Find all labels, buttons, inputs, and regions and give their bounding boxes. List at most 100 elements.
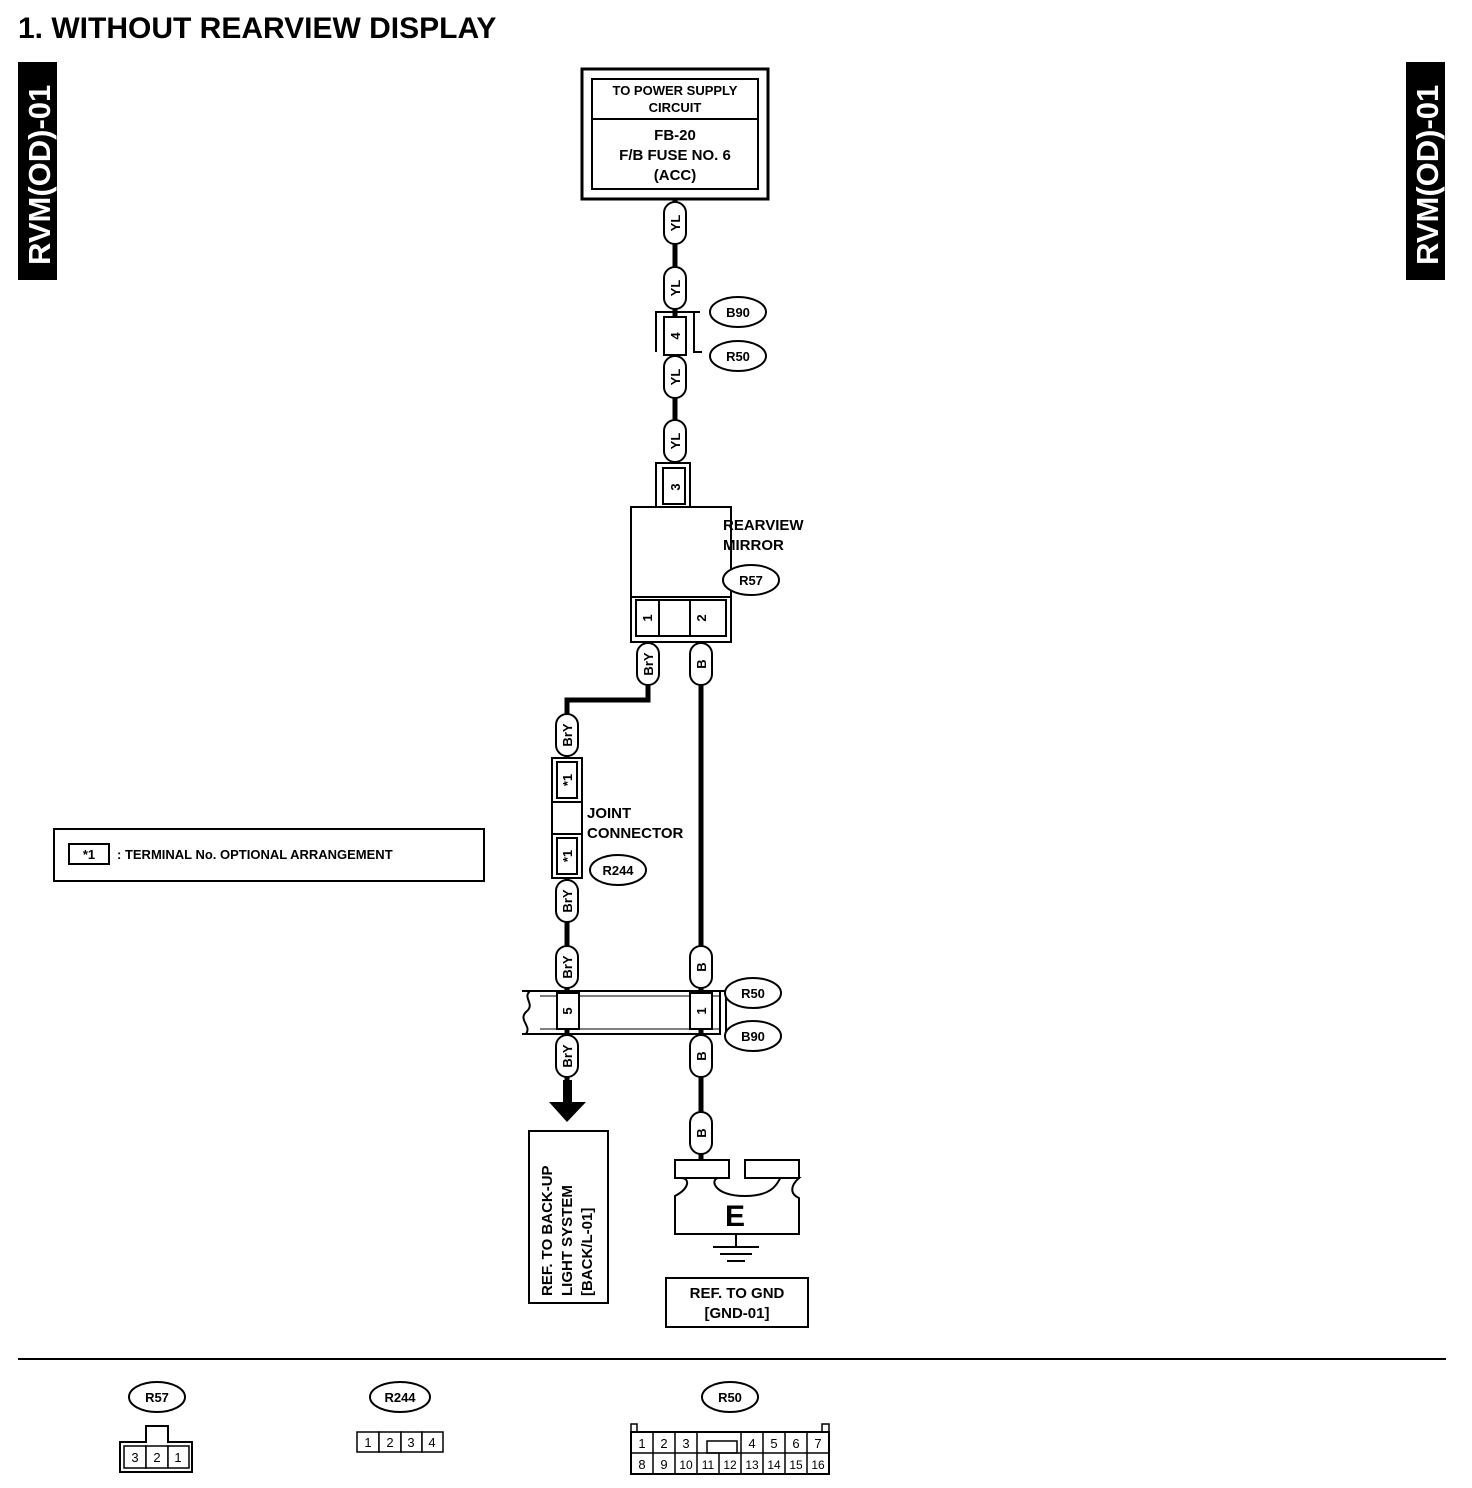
wire-tag-bry-1: BrY [636,642,660,686]
power-supply-acc: (ACC) [654,167,697,184]
connector-view-r50: R50 1 2 3 4 5 6 7 8 9 10 11 12 13 14 15 … [630,1381,830,1475]
pin-cell: 12 [723,1458,737,1472]
pin-label-joint-bottom: *1 [560,850,575,862]
pin-cell: 4 [748,1436,755,1451]
svg-text:RVM(OD)-01: RVM(OD)-01 [22,85,57,265]
svg-text:YL: YL [668,369,683,386]
pin-cell: 4 [428,1435,435,1450]
pin-cell: 6 [792,1436,799,1451]
side-tab-right: RVM(OD)-01 [1406,62,1445,280]
svg-text:BrY: BrY [560,955,575,978]
connector-view-label: R244 [384,1390,416,1405]
svg-text:B: B [694,1128,709,1137]
ground-icon [713,1234,759,1262]
svg-text:YL: YL [668,433,683,450]
wire-tag-yl-1: YL [663,201,687,245]
wire-tag-bry-4: BrY [555,945,579,989]
ground-symbol-label: E [725,1200,745,1233]
connector-tag-r244: R244 [589,854,647,886]
connector-tag-b90-upper: B90 [709,296,767,328]
wire-tag-b-3: B [689,1034,713,1078]
pin-label: 1 [640,614,655,621]
side-tab-left: RVM(OD)-01 [18,62,57,280]
ref-backup-line-2: LIGHT SYSTEM [559,1185,576,1296]
wire-tag-yl-2: YL [663,266,687,310]
pin-cell: 10 [679,1458,693,1472]
pin-label-joint-top: *1 [560,774,575,786]
svg-text:B: B [694,659,709,668]
pin-cell: 14 [767,1458,781,1472]
wire-tag-b-1: B [689,642,713,686]
pin-cell: 13 [745,1458,759,1472]
pin-cell: 2 [386,1435,393,1450]
pin-label: 3 [668,483,683,490]
pin-cell: 15 [789,1458,803,1472]
connector-tag-r50-upper: R50 [709,340,767,372]
pin-cell: 2 [660,1436,667,1451]
ref-backup-line-3: [BACK/L-01] [579,1208,596,1296]
svg-text:BrY: BrY [560,1044,575,1067]
wire-tag-bry-5: BrY [555,1034,579,1078]
ground-terminal: E [674,1159,802,1235]
ref-backup-light-box: REF. TO BACK-UP LIGHT SYSTEM [BACK/L-01] [528,1130,609,1304]
page-title: 1. WITHOUT REARVIEW DISPLAY [18,12,496,45]
junction-b90-r50-lower: 5 1 [522,990,727,1035]
svg-text:B90: B90 [741,1029,765,1044]
pin-cell: 9 [660,1457,667,1472]
svg-text:BrY: BrY [560,723,575,746]
svg-text:B: B [694,962,709,971]
ref-gnd-box: REF. TO GND [GND-01] [665,1277,809,1328]
pin-cell: 8 [638,1457,645,1472]
svg-text:R50: R50 [726,349,750,364]
wire-tag-bry-2: BrY [555,713,579,757]
wire-tag-b-4: B [689,1111,713,1155]
pin-cell: 7 [814,1436,821,1451]
power-supply-header-2: CIRCUIT [649,100,702,115]
wire-tag-yl-3: YL [663,355,687,399]
connector-tag-b90-lower: B90 [724,1020,782,1052]
svg-text:B: B [694,1051,709,1060]
pin-cell: 1 [174,1450,181,1465]
connector-tag-r57: R57 [722,564,780,596]
pin-cell: 11 [702,1458,715,1472]
legend-key: *1 [83,847,95,862]
power-supply-fuse-id: FB-20 [654,127,696,144]
pin-cell: 3 [407,1435,414,1450]
rearview-mirror-label-2: MIRROR [723,537,784,554]
svg-text:B90: B90 [726,305,750,320]
pin-cell: 16 [811,1458,825,1472]
svg-text:R244: R244 [602,863,634,878]
ref-gnd-line-2: [GND-01] [704,1305,769,1322]
pin-cell: 3 [131,1450,138,1465]
connector-view-label: R50 [718,1390,742,1405]
wire-tag-bry-3: BrY [555,879,579,923]
wire-tag-yl-4: YL [663,419,687,463]
connector-view-r244: R244 1 2 3 4 [356,1381,444,1453]
joint-connector: *1 *1 JOINT CONNECTOR [551,757,684,879]
connector-tag-r50-lower: R50 [724,977,782,1009]
joint-connector-label-1: JOINT [587,805,631,822]
power-supply-fuse-name: F/B FUSE NO. 6 [619,147,731,164]
pin-cell: 2 [153,1450,160,1465]
ref-gnd-line-1: REF. TO GND [690,1285,785,1302]
svg-text:YL: YL [668,280,683,297]
pin-cell: 1 [638,1436,645,1451]
svg-text:BrY: BrY [641,652,656,675]
rearview-mirror: 3 1 2 REARVIEW MIRROR [630,462,804,643]
pin-label: 4 [668,332,683,340]
pin-label: 1 [694,1007,709,1014]
connector-view-label: R57 [145,1390,169,1405]
pin-cell: 1 [364,1435,371,1450]
pin-label: 2 [694,614,709,621]
rearview-mirror-label-1: REARVIEW [723,517,804,534]
pin-cell: 3 [682,1436,689,1451]
svg-text:BrY: BrY [560,889,575,912]
wire-tag-b-2: B [689,945,713,989]
svg-text:R57: R57 [739,573,763,588]
power-supply-box: TO POWER SUPPLY CIRCUIT FB-20 F/B FUSE N… [580,67,770,201]
pin-cell: 5 [770,1436,777,1451]
svg-text:R50: R50 [741,986,765,1001]
legend-text: : TERMINAL No. OPTIONAL ARRANGEMENT [117,847,393,862]
pin-label: 5 [560,1007,575,1014]
